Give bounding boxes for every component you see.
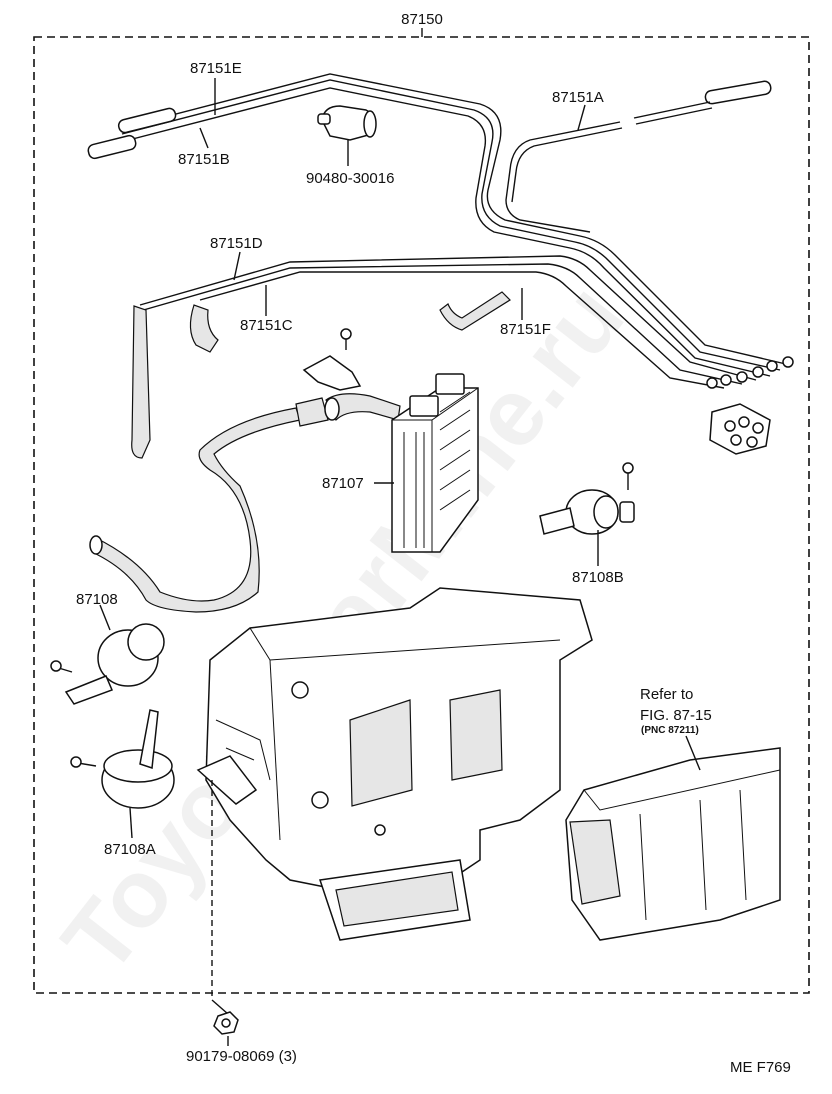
tube-end-87151a xyxy=(704,80,772,105)
check-valve xyxy=(317,105,377,141)
tube-end-87151b xyxy=(87,134,137,160)
actuator-87108 xyxy=(50,623,165,705)
reference-line1: Refer to xyxy=(640,686,693,703)
callout-87108b: 87108B xyxy=(572,569,624,586)
callout-87151a: 87151A xyxy=(552,89,604,106)
hose-87151f xyxy=(439,291,511,331)
vacuum-connector xyxy=(709,403,771,455)
pipe-clamp xyxy=(302,328,362,391)
vacuum-tube-bundle xyxy=(87,73,794,459)
figure-code: ME F769 xyxy=(730,1059,791,1076)
callout-90179-08069: 90179-08069 (3) xyxy=(186,1048,297,1065)
callout-87108: 87108 xyxy=(76,591,118,608)
callout-87151b: 87151B xyxy=(178,151,230,168)
nut-90179 xyxy=(211,780,239,1035)
heater-hoses xyxy=(89,393,401,613)
hose-87151c xyxy=(189,304,219,353)
callout-90480-30016: 90480-30016 xyxy=(306,170,394,187)
heater-core xyxy=(391,373,479,553)
hose-87151d xyxy=(131,305,151,459)
assembly-boundary xyxy=(33,36,810,994)
reference-line2: FIG. 87-15 xyxy=(640,707,712,724)
tube-end-87151e xyxy=(117,107,177,134)
callout-87108a: 87108A xyxy=(104,841,156,858)
heater-unit-housing xyxy=(196,587,593,941)
callout-87151d: 87151D xyxy=(210,235,263,252)
reference-line3: (PNC 87211) xyxy=(641,725,699,736)
air-duct xyxy=(565,747,781,941)
callout-87151f: 87151F xyxy=(500,321,551,338)
assembly-label: 87150 xyxy=(401,11,443,28)
callout-87107: 87107 xyxy=(322,475,364,492)
leader-lines xyxy=(99,78,701,1046)
callout-87151e: 87151E xyxy=(190,60,242,77)
callout-87151c: 87151C xyxy=(240,317,293,334)
actuator-87108a xyxy=(70,709,175,809)
actuator-87108b xyxy=(539,462,635,535)
